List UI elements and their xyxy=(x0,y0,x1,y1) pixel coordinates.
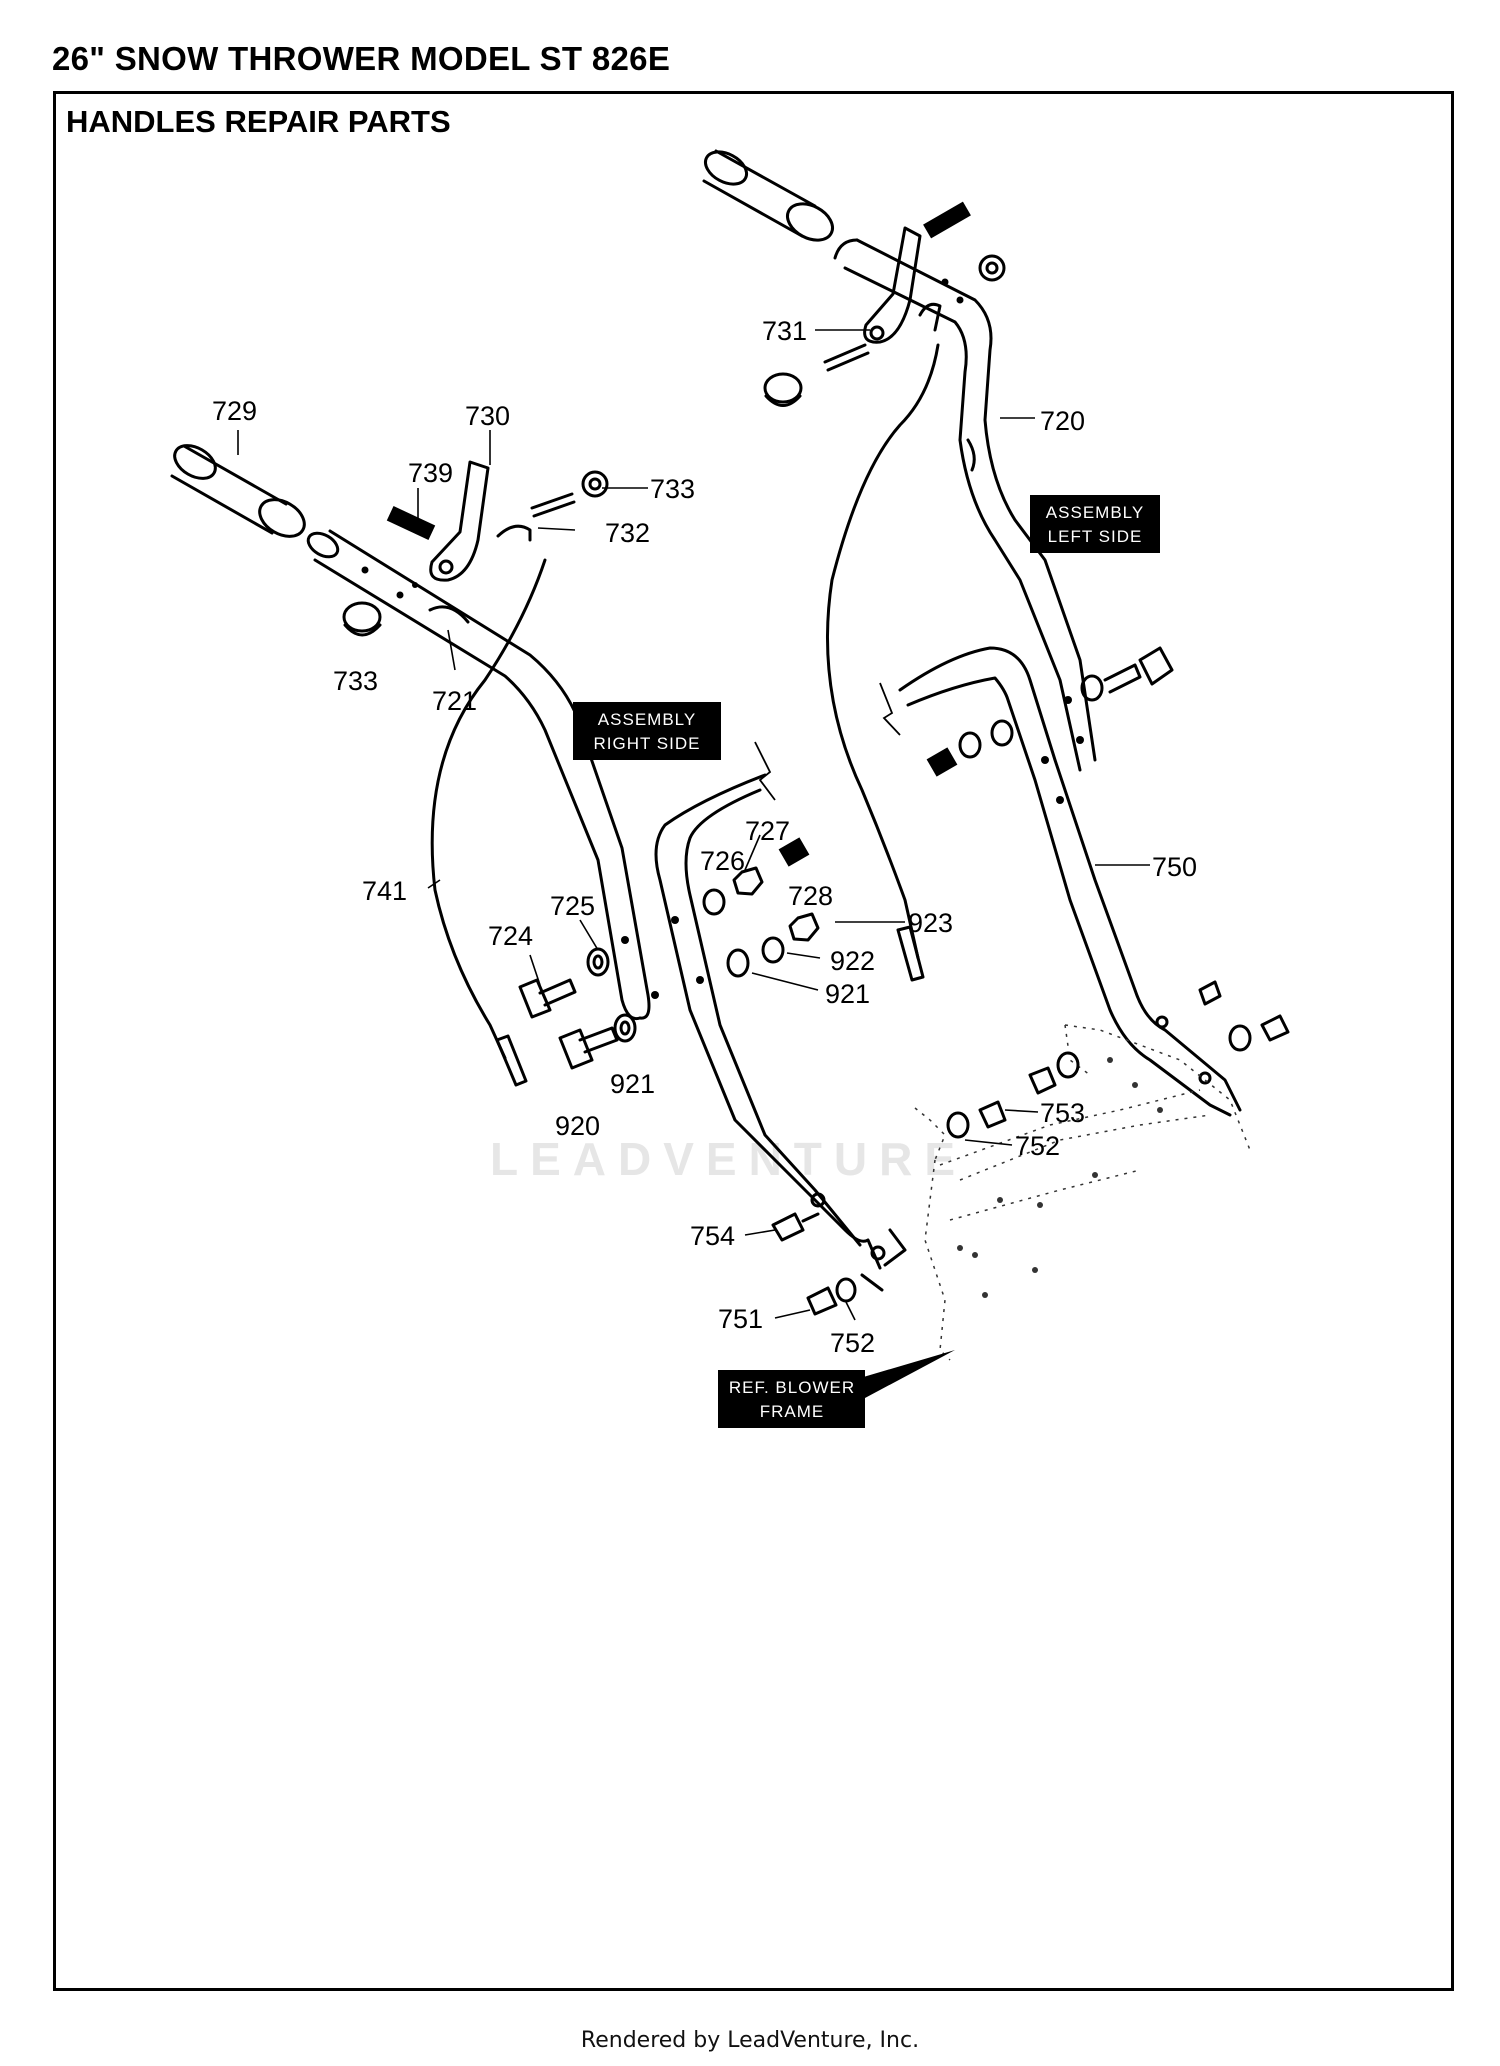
left-decal xyxy=(923,201,971,239)
right-lever-730 xyxy=(429,460,532,582)
label-754: 754 xyxy=(690,1221,735,1251)
right-cable-741 xyxy=(430,558,547,1087)
right-washer-725 xyxy=(586,947,610,977)
label-729: 729 xyxy=(212,396,257,426)
label-920: 920 xyxy=(555,1111,600,1141)
label-726: 726 xyxy=(700,846,745,876)
label-752-lower: 752 xyxy=(830,1328,875,1358)
label-730: 730 xyxy=(465,401,510,431)
svg-text:RIGHT SIDE: RIGHT SIDE xyxy=(594,734,701,753)
label-724: 724 xyxy=(488,921,533,951)
left-grip xyxy=(702,149,834,242)
label-922: 922 xyxy=(830,946,875,976)
leader-lines xyxy=(237,329,1150,1321)
section-title: HANDLES REPAIR PARTS xyxy=(66,104,451,139)
callout-assembly-right-side: ASSEMBLY RIGHT SIDE xyxy=(573,702,721,760)
label-733-top: 733 xyxy=(650,474,695,504)
right-upper-handle-721 xyxy=(306,529,659,1021)
right-washer-921 xyxy=(613,1013,637,1043)
label-751: 751 xyxy=(718,1304,763,1334)
right-grip-729 xyxy=(170,444,306,538)
label-727: 727 xyxy=(745,816,790,846)
callout-assembly-left-side: ASSEMBLY LEFT SIDE xyxy=(1030,495,1160,553)
left-bolt-right-side xyxy=(1198,980,1290,1052)
diagram-frame xyxy=(53,91,1454,1991)
label-921-right: 921 xyxy=(610,1069,655,1099)
left-cable xyxy=(825,343,940,982)
label-750: 750 xyxy=(1152,852,1197,882)
left-upper-handle-720 xyxy=(833,238,1097,772)
left-bolt-upper xyxy=(1080,646,1174,702)
hardware-922-923 xyxy=(726,912,820,978)
frame-hardware-753-752 xyxy=(946,1051,1080,1139)
part-labels: 729 730 739 733 732 733 721 741 725 724 … xyxy=(212,316,1197,1358)
callout-ref-blower-frame: REF. BLOWER FRAME xyxy=(718,1350,955,1428)
label-752-upper: 752 xyxy=(1015,1131,1060,1161)
right-decal-739 xyxy=(386,506,436,540)
left-washer-top xyxy=(978,254,1006,282)
label-725: 725 xyxy=(550,891,595,921)
right-lower-handle xyxy=(654,741,907,1270)
right-pin-732 xyxy=(530,470,609,518)
label-732: 732 xyxy=(605,518,650,548)
svg-text:FRAME: FRAME xyxy=(760,1402,825,1421)
left-lower-handle-750 xyxy=(879,646,1242,1117)
label-753: 753 xyxy=(1040,1098,1085,1128)
svg-text:ASSEMBLY: ASSEMBLY xyxy=(1046,503,1144,522)
svg-text:ASSEMBLY: ASSEMBLY xyxy=(598,710,696,729)
right-bolt-920 xyxy=(558,1026,619,1070)
footer-credit: Rendered by LeadVenture, Inc. xyxy=(580,2028,920,2053)
blower-frame-ref xyxy=(914,1024,1251,1361)
label-921-center: 921 xyxy=(825,979,870,1009)
label-731: 731 xyxy=(762,316,807,346)
label-923: 923 xyxy=(908,908,953,938)
watermark: LEADVENTURE xyxy=(490,1133,967,1185)
label-739: 739 xyxy=(408,458,453,488)
label-733-knob: 733 xyxy=(333,666,378,696)
lower-bolts-754-751 xyxy=(771,1212,884,1316)
left-knob xyxy=(763,372,803,407)
left-lever-731 xyxy=(823,226,942,372)
label-741: 741 xyxy=(362,876,407,906)
document-title: 26" SNOW THROWER MODEL ST 826E xyxy=(52,40,671,77)
hardware-726-727-728 xyxy=(702,837,810,916)
right-bolt-724 xyxy=(518,978,577,1019)
left-nut-washers xyxy=(926,719,1014,777)
label-720: 720 xyxy=(1040,406,1085,436)
svg-text:LEFT SIDE: LEFT SIDE xyxy=(1048,527,1143,546)
svg-text:REF. BLOWER: REF. BLOWER xyxy=(729,1378,855,1397)
label-721: 721 xyxy=(432,686,477,716)
right-knob-733 xyxy=(342,601,382,637)
label-728: 728 xyxy=(788,881,833,911)
